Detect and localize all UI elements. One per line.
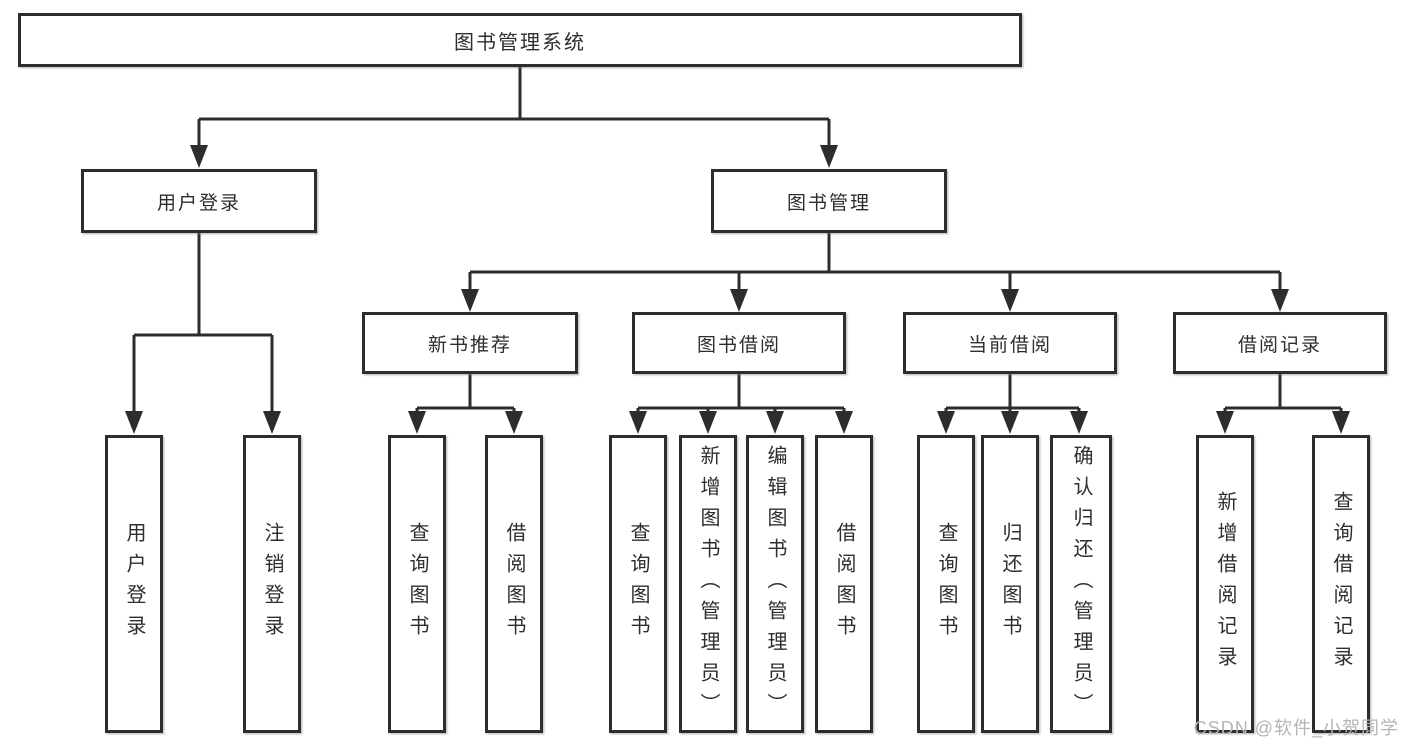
leaf-confirm-return-admin: 确认归还（管理员）	[1050, 435, 1112, 733]
leaf-user-login-label: 用户登录	[123, 522, 145, 646]
leaf-query-borrow-record: 查询借阅记录	[1312, 435, 1370, 733]
leaf-return-books-label: 归还图书	[999, 522, 1021, 646]
leaf-logout: 注销登录	[243, 435, 301, 733]
node-current-borrowing: 当前借阅	[903, 312, 1117, 374]
edge-current-to-leaves	[944, 374, 1081, 415]
node-book-management: 图书管理	[711, 169, 947, 233]
edge-records-to-leaves	[1223, 374, 1343, 415]
leaf-borrow-books-recommend: 借阅图书	[485, 435, 543, 733]
leaf-confirm-return-admin-label: 确认归还（管理员）	[1070, 444, 1092, 724]
leaf-borrow-books-recommend-label: 借阅图书	[503, 522, 525, 646]
leaf-edit-books-admin: 编辑图书（管理员）	[746, 435, 804, 733]
leaf-query-books-recommend: 查询图书	[388, 435, 446, 733]
node-borrowing-records: 借阅记录	[1173, 312, 1387, 374]
leaf-logout-label: 注销登录	[261, 522, 283, 646]
edge-recommendation-to-leaves	[415, 374, 516, 415]
leaf-borrow-books: 借阅图书	[815, 435, 873, 733]
leaf-edit-books-admin-label: 编辑图书（管理员）	[764, 444, 786, 724]
leaf-query-books-borrowing-label: 查询图书	[627, 522, 649, 646]
edge-borrowing-to-leaves	[636, 374, 846, 415]
edge-root-to-level2	[197, 66, 831, 148]
leaf-borrow-books-label: 借阅图书	[833, 522, 855, 646]
watermark: CSDN @软件_小贺同学	[1193, 718, 1399, 738]
node-user-login: 用户登录	[81, 169, 317, 233]
leaf-query-books-current-label: 查询图书	[935, 522, 957, 646]
edge-user-login-to-leaves	[132, 232, 274, 415]
node-root: 图书管理系统	[18, 13, 1022, 67]
leaf-add-borrow-record: 新增借阅记录	[1196, 435, 1254, 733]
node-user-login-label: 用户登录	[156, 192, 241, 214]
leaf-add-books-admin-label: 新增图书（管理员）	[697, 444, 719, 724]
leaf-add-borrow-record-label: 新增借阅记录	[1214, 491, 1236, 677]
leaf-query-books-recommend-label: 查询图书	[406, 522, 428, 646]
leaf-user-login: 用户登录	[105, 435, 163, 733]
node-book-borrowing: 图书借阅	[632, 312, 846, 374]
leaf-query-borrow-record-label: 查询借阅记录	[1330, 491, 1352, 677]
leaf-add-books-admin: 新增图书（管理员）	[679, 435, 737, 733]
node-new-book-recommendation-label: 新书推荐	[427, 334, 512, 356]
node-new-book-recommendation: 新书推荐	[362, 312, 578, 374]
leaf-return-books: 归还图书	[981, 435, 1039, 733]
edge-book-management-to-level3	[468, 232, 1282, 293]
leaf-query-books-borrowing: 查询图书	[609, 435, 667, 733]
node-current-borrowing-label: 当前借阅	[967, 334, 1052, 356]
leaf-query-books-current: 查询图书	[917, 435, 975, 733]
node-book-borrowing-label: 图书借阅	[696, 334, 781, 356]
node-borrowing-records-label: 借阅记录	[1237, 334, 1322, 356]
node-book-management-label: 图书管理	[786, 192, 871, 214]
node-root-label: 图书管理系统	[454, 31, 586, 54]
